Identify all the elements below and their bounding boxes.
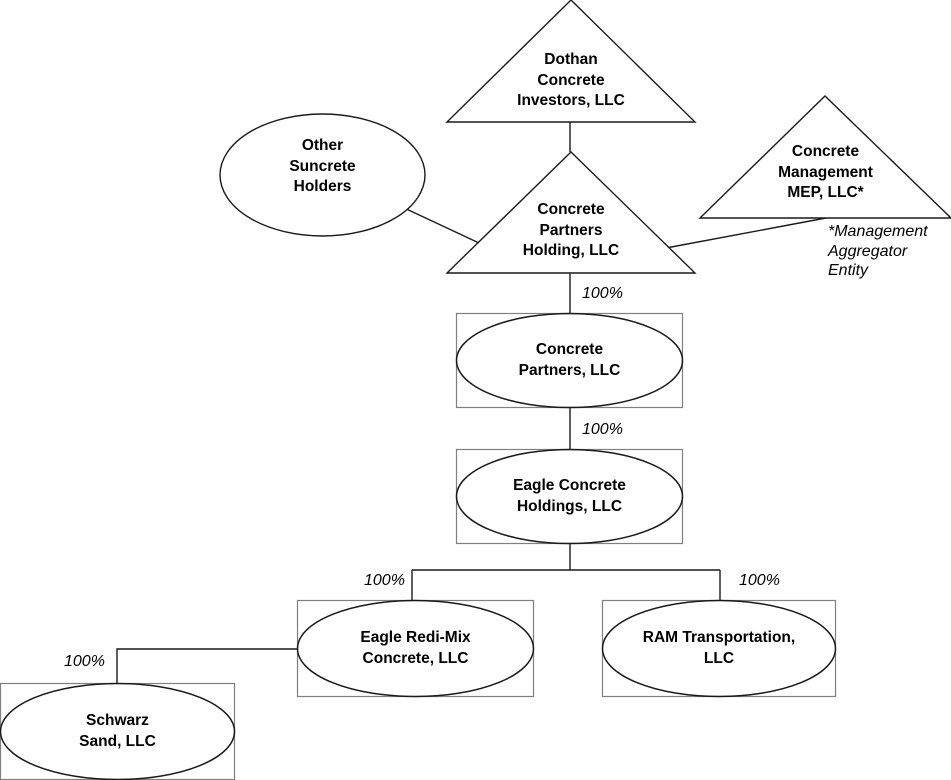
node-shape-eagle-concrete-holdings[interactable] (455, 448, 684, 545)
node-shape-concrete-partners[interactable] (455, 312, 684, 409)
node-shape-dothan-concrete-investors[interactable] (445, 0, 697, 123)
boxed-ellipse-node-layer (0, 312, 837, 780)
edge-label-pct-holding-to-partners: 100% (582, 285, 623, 302)
edge-label-pct-eagle-to-redimix: 100% (364, 572, 405, 589)
connector-suncrete-to-holding (399, 205, 480, 244)
management-aggregator-footnote: *Management Aggregator Entity (828, 223, 928, 280)
node-shape-eagle-redi-mix-concrete[interactable] (296, 599, 535, 698)
ellipse-node-layer (219, 113, 426, 237)
connector-layer (116, 122, 827, 683)
edge-label-pct-redimix-to-schwarz: 100% (64, 653, 105, 670)
node-shape-concrete-management-mep[interactable] (698, 95, 951, 219)
node-shape-other-suncrete-holders[interactable] (219, 113, 426, 237)
node-shape-ram-transportation[interactable] (601, 599, 837, 698)
edge-label-pct-eagle-to-ram: 100% (739, 572, 780, 589)
triangle-node-layer (445, 0, 951, 274)
node-shape-schwarz-sand[interactable] (0, 682, 236, 780)
node-shape-concrete-partners-holding[interactable] (445, 151, 697, 274)
connector-redimix-to-schwarz (116, 648, 297, 683)
edge-label-pct-partners-to-eagle: 100% (582, 421, 623, 438)
connector-holding-to-mep (665, 217, 827, 249)
